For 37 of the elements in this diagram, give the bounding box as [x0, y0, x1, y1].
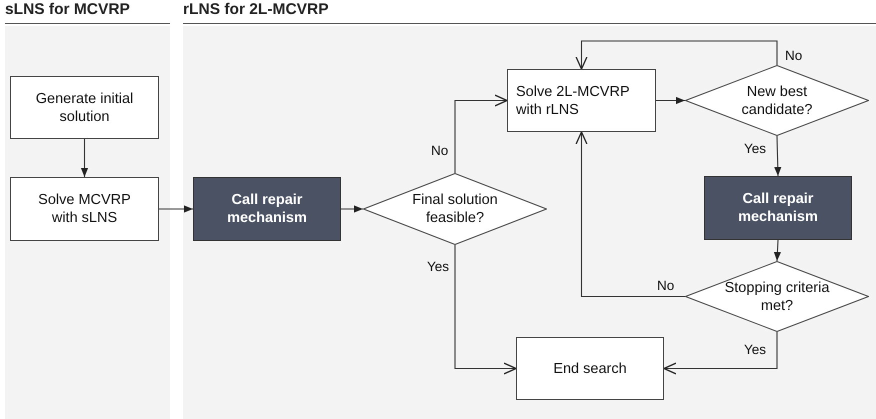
- process-box: [10, 76, 159, 139]
- step-text: Generate initial solution: [34, 90, 134, 126]
- arrow: [774, 136, 782, 176]
- arrow: [575, 40, 778, 70]
- arrow: [80, 139, 88, 177]
- step-text: Call repair mechanism: [737, 190, 819, 226]
- step-text: Solve MCVRP with sLNS: [37, 191, 132, 227]
- process-box: [516, 337, 664, 400]
- lane-heading: rLNS for 2L-MCVRP: [183, 0, 329, 20]
- edge-label: No: [657, 278, 674, 293]
- decision-diamond: [685, 65, 869, 136]
- step-text: Call repair mechanism: [226, 191, 308, 227]
- step-text: End search: [553, 360, 627, 378]
- decision-diamond: [363, 173, 547, 245]
- arrow: [341, 205, 363, 213]
- edge-label: Yes: [427, 259, 450, 274]
- highlighted-process-box: [193, 177, 341, 241]
- process-box: [10, 177, 159, 241]
- edge-label: Yes: [744, 342, 766, 357]
- edge-label: Yes: [744, 141, 766, 156]
- highlighted-process-box: [704, 176, 852, 240]
- arrow: [656, 96, 685, 104]
- arrow: [663, 332, 778, 375]
- edge-label: No: [431, 143, 448, 158]
- process-box: [507, 69, 656, 132]
- decision-text: Final solution feasible?: [411, 191, 499, 227]
- step-text: Solve 2L-MCVRP with rLNS: [516, 82, 630, 118]
- decision-text: Stopping criteria met?: [724, 278, 830, 314]
- decision-diamond: [685, 261, 869, 332]
- arrow: [454, 94, 508, 173]
- decision-text: New best candidate?: [740, 82, 814, 118]
- edge-label: No: [785, 48, 802, 63]
- arrow: [454, 245, 517, 375]
- lane-heading: sLNS for MCVRP: [5, 0, 130, 20]
- arrow: [575, 131, 685, 298]
- arrow: [774, 240, 782, 262]
- arrow: [159, 205, 193, 213]
